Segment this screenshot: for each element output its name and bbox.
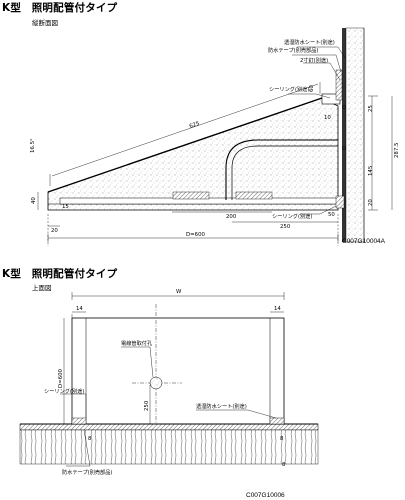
label-nail: 2寸釘(別途) — [300, 56, 328, 64]
section-view: 625 16.5° 40 15 20 200 250 D=600 287.5 2… — [30, 27, 400, 246]
dim-287-5: 287.5 — [394, 143, 400, 158]
dim-16-5: 16.5° — [30, 138, 36, 153]
label-sealing-plan: シーリング(別途) — [44, 387, 84, 395]
plan-outline — [71, 317, 285, 425]
wall-body — [345, 27, 365, 243]
dim-20-right: 20 — [368, 199, 374, 206]
pipe-inner — [231, 145, 338, 200]
top-subtitle: 縦断面図 — [32, 19, 58, 27]
dim-145: 145 — [368, 166, 374, 176]
light-fixture — [172, 191, 210, 200]
dim-d600-plan: D=600 — [58, 368, 64, 388]
dim-50: 50 — [328, 212, 335, 218]
label-waterproof-sheet: 透湿防水シート(別途) — [284, 38, 335, 46]
dim-8-a: 8 — [88, 436, 92, 442]
dim-250: 250 — [280, 224, 291, 230]
wall-band — [19, 423, 319, 431]
bottom-title: K型 照明配管付タイプ — [2, 268, 118, 280]
top-title: K型 照明配管付タイプ — [2, 2, 118, 14]
dim-line-625 — [51, 83, 319, 177]
label-sealing-lower: シーリング(別途) — [272, 212, 312, 220]
label-cable-hole: 電線管取付孔 — [121, 339, 153, 347]
label-sealing-upper: シーリング(別途) — [269, 85, 309, 93]
canopy-top-surface — [47, 97, 323, 193]
dim-8-b: 8 — [280, 436, 284, 442]
dim-14-right: 14 — [274, 306, 281, 312]
label-waterproof-tape-plan: 防水テープ(別売部品) — [62, 468, 112, 476]
bottom-drawing-code: C007G10006 — [246, 492, 285, 499]
cable-hole-icon — [149, 376, 163, 390]
pipe-outer — [225, 139, 338, 200]
dim-25: 25 — [368, 105, 374, 112]
label-waterproof-sheet-plan: 透湿防水シート(別途) — [196, 402, 247, 410]
plan-view: W 14 14 D=600 250 8 8 — [19, 289, 319, 476]
bottom-subtitle: 上面図 — [32, 284, 52, 292]
dim-20: 20 — [51, 228, 58, 234]
dim-14-left: 14 — [76, 306, 83, 312]
dim-w: W — [176, 289, 182, 295]
dim-15: 15 — [62, 204, 69, 210]
top-drawing-code: C007G10004A — [342, 238, 386, 245]
wall-section — [19, 429, 319, 465]
dim-250-plan: 250 — [144, 400, 150, 411]
dim-8-c: 8 — [282, 462, 286, 468]
dim-200: 200 — [226, 214, 237, 220]
wall-line — [342, 28, 346, 242]
dim-10: 10 — [324, 115, 331, 121]
dim-40: 40 — [31, 197, 37, 204]
dim-625: 625 — [189, 121, 201, 130]
dim-60: 60 — [309, 85, 315, 92]
label-waterproof-tape: 防水テープ(別売部品) — [268, 46, 318, 54]
dim-d600: D=600 — [186, 232, 206, 238]
